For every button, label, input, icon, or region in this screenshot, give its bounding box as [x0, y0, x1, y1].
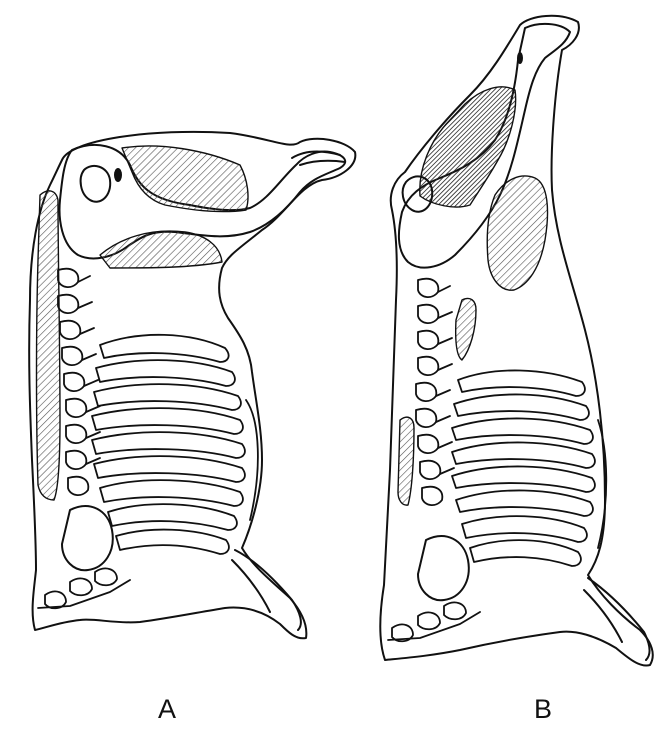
carcass-a-fat-strip [37, 191, 61, 500]
carcass-b-inner-fat [456, 298, 476, 360]
carcass-b-neck-vertebrae [388, 602, 480, 641]
carcass-a-hip-bone [81, 166, 111, 202]
carcass-b-fat-strip [398, 417, 414, 505]
carcass-b-silverside-hatch [487, 176, 547, 290]
carcass-a [29, 132, 355, 638]
carcass-b-ribs [452, 370, 606, 566]
carcass-b-blade-bone [418, 536, 469, 600]
panel-label-b: B [534, 694, 552, 725]
carcass-b-spine [416, 279, 454, 505]
carcass-b-socket [517, 52, 523, 64]
carcass-a-topside-hatch [122, 146, 248, 212]
carcass-a-ribs [92, 335, 258, 554]
carcass-a-silverside-hatch [100, 231, 222, 268]
panel-label-a: A [158, 694, 176, 725]
carcass-b [380, 16, 652, 666]
carcass-a-foreshank [232, 550, 301, 630]
carcass-a-shank [292, 152, 345, 165]
carcass-a-spine [58, 269, 100, 495]
carcass-a-socket [114, 168, 122, 182]
carcass-a-blade-bone [62, 506, 113, 570]
carcass-a-neck-vertebrae [38, 568, 130, 608]
carcass-b-outline [380, 16, 652, 666]
